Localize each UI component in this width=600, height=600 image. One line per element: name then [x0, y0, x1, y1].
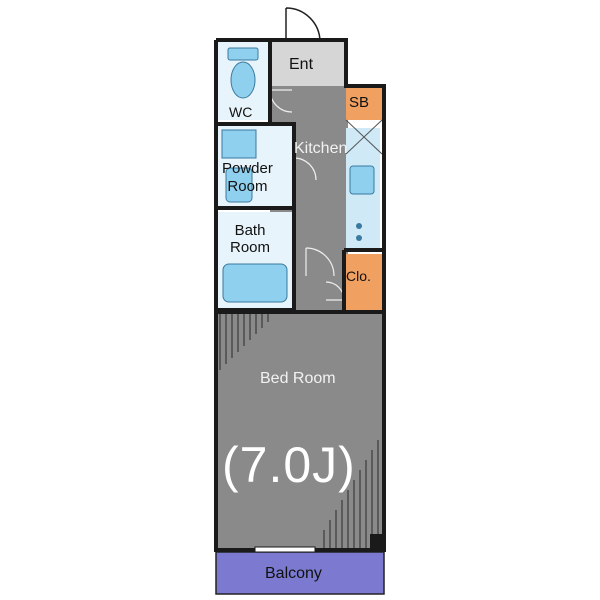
closet-label: Clo.	[346, 268, 371, 284]
entrance-floor	[272, 42, 346, 86]
wc-label: WC	[229, 104, 253, 120]
closet	[344, 254, 382, 310]
column	[370, 534, 386, 550]
bath-room-label: Bath Room	[230, 222, 271, 256]
bed-room-size: (7.0J)	[222, 437, 356, 493]
kitchen-label: Kitchen	[294, 140, 348, 157]
shoe-box-label: SB	[349, 94, 370, 111]
shoe-box	[346, 86, 382, 120]
bed-room-floor	[216, 312, 384, 548]
bed-room-label: Bed Room	[260, 370, 336, 387]
entrance-label: Ent	[289, 56, 314, 73]
entrance-door-icon	[285, 7, 321, 43]
washing-machine-icon	[221, 129, 257, 159]
bed-room-door-icon	[305, 247, 335, 277]
wash-basin-icon	[225, 167, 253, 203]
shoe-box-x-icon	[345, 119, 383, 155]
sink-icon	[349, 165, 375, 195]
bed-room-window	[254, 546, 316, 553]
balcony-floor	[215, 551, 385, 595]
toilet-tank-icon	[227, 47, 259, 61]
stove-burner-icon	[356, 223, 362, 229]
powder-room-label: Powder Room	[222, 160, 273, 195]
balcony-label: Balcony	[265, 565, 322, 582]
bathtub-icon	[222, 263, 288, 303]
stove-burner-icon	[356, 235, 362, 241]
toilet-bowl-icon	[230, 61, 256, 99]
